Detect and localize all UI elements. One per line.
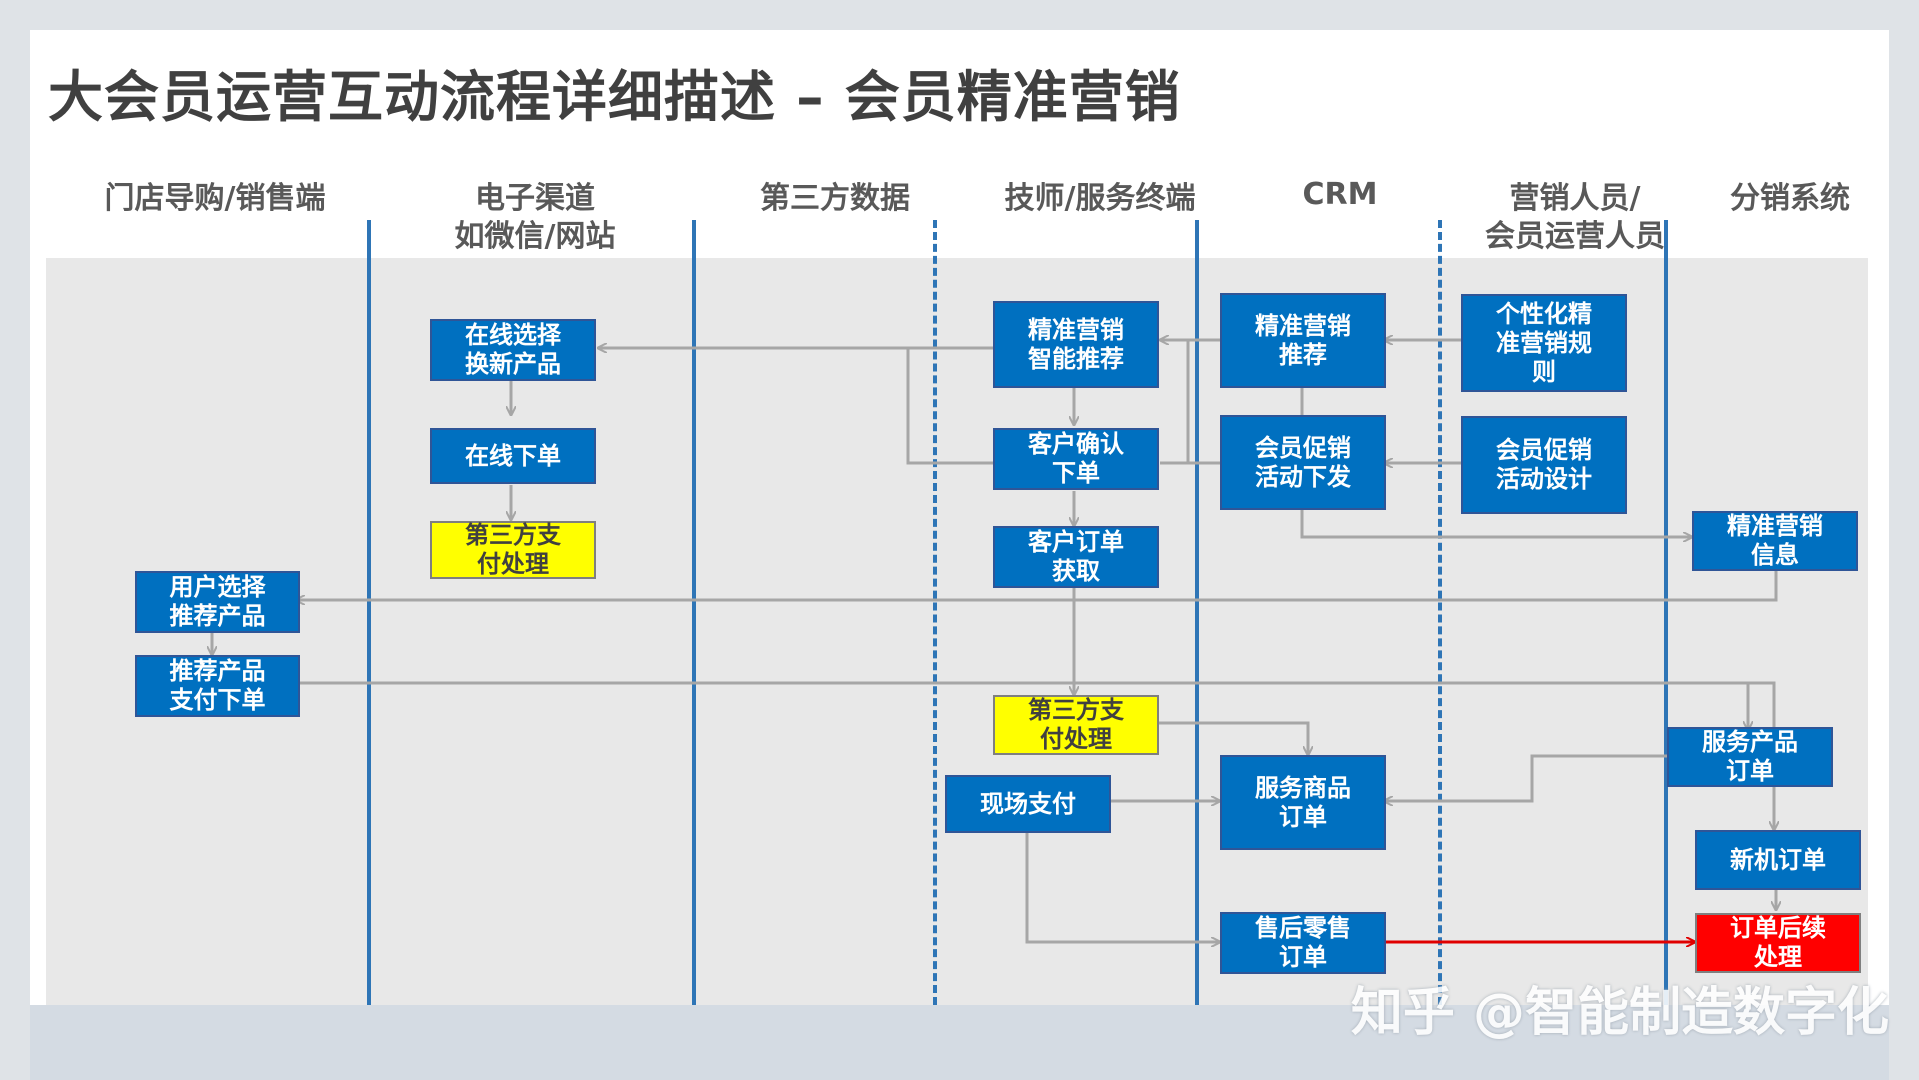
lane-header-e-channel: 电子渠道 如微信/网站 xyxy=(454,181,616,254)
arrow-dist-info-to-user-select xyxy=(296,571,1778,600)
arrow-onsite-to-aftersale xyxy=(1025,830,1220,942)
lane-divider xyxy=(1438,220,1442,1005)
box-crm-precise-recommend: 精准营销 推荐 xyxy=(1220,293,1386,388)
box-personalized-marketing-rules: 个性化精 准营销规 则 xyxy=(1461,294,1627,392)
box-user-select-recommended: 用户选择 推荐产品 xyxy=(135,571,300,633)
lane-divider xyxy=(933,220,937,1005)
box-precise-marketing-info: 精准营销 信息 xyxy=(1692,511,1858,571)
arrow-service-product-to-service-goods xyxy=(1384,754,1667,801)
lane-divider xyxy=(367,220,371,1005)
lane-divider xyxy=(692,220,696,1005)
page-title: 大会员运营互动流程详细描述 – 会员精准营销 xyxy=(48,65,1181,129)
box-aftersale-retail-order: 售后零售 订单 xyxy=(1220,912,1386,974)
arrow-confirm-to-online-select xyxy=(906,348,993,465)
lane-divider xyxy=(1664,220,1668,1005)
box-new-machine-order: 新机订单 xyxy=(1695,830,1861,890)
box-member-promo-design: 会员促销 活动设计 xyxy=(1461,416,1627,514)
lane-header-third-party-data: 第三方数据 xyxy=(760,181,910,216)
bottom-band xyxy=(30,1005,1889,1080)
box-online-select-product: 在线选择 换新产品 xyxy=(430,319,596,381)
lane-divider xyxy=(1195,220,1199,1005)
lane-header-store-sales: 门店导购/销售端 xyxy=(104,181,326,216)
box-third-party-payment-online: 第三方支 付处理 xyxy=(430,521,596,579)
box-precise-marketing-smart-recommend: 精准营销 智能推荐 xyxy=(993,301,1159,388)
box-service-goods-order: 服务商品 订单 xyxy=(1220,755,1386,850)
box-recommended-product-order: 推荐产品 支付下单 xyxy=(135,655,300,717)
box-onsite-payment: 现场支付 xyxy=(945,775,1111,833)
box-third-party-payment-tech: 第三方支 付处理 xyxy=(993,695,1159,755)
box-customer-order-acquire: 客户订单 获取 xyxy=(993,526,1159,588)
lane-header-technician-terminal: 技师/服务终端 xyxy=(1004,181,1196,216)
lane-header-distribution: 分销系统 xyxy=(1730,181,1850,216)
slide: 大会员运营互动流程详细描述 – 会员精准营销 门店导购/销售端 电子渠道 如微信… xyxy=(30,30,1889,1005)
box-service-product-order: 服务产品 订单 xyxy=(1667,727,1833,787)
box-order-followup: 订单后续 处理 xyxy=(1695,913,1861,973)
box-crm-promo-dispatch: 会员促销 活动下发 xyxy=(1220,415,1386,510)
arrow-third-pay-to-service-goods xyxy=(1155,721,1308,755)
lane-header-marketing-staff: 营销人员/ 会员运营人员 xyxy=(1485,181,1665,254)
watermark: 知乎 @智能制造数字化 xyxy=(1350,983,1889,1043)
box-online-order: 在线下单 xyxy=(430,428,596,484)
lane-header-crm: CRM xyxy=(1302,177,1378,212)
flow-connectors xyxy=(30,30,1889,1005)
box-customer-confirm-order: 客户确认 下单 xyxy=(993,428,1159,490)
